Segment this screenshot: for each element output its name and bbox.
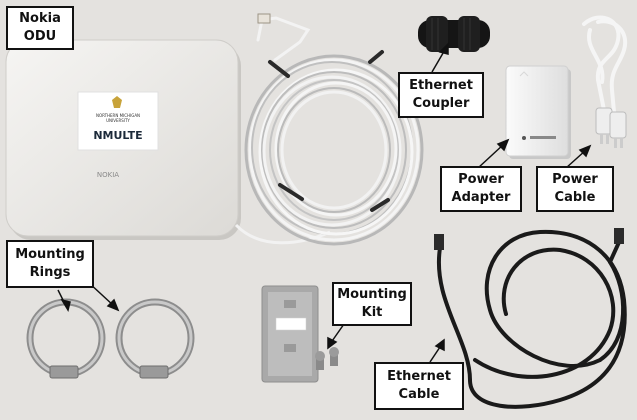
label-mounting-kit-line2: Kit bbox=[361, 305, 383, 320]
mounting-kit-device bbox=[261, 285, 339, 383]
product-logo-text: NMULTE bbox=[93, 129, 142, 142]
label-nokia-odu-line1: Nokia bbox=[19, 11, 61, 26]
label-ethernet-coupler-line2: Coupler bbox=[412, 96, 470, 111]
nokia-brand-text: NOKIA bbox=[97, 171, 119, 179]
rj45-connector-top bbox=[257, 13, 271, 24]
label-power-adapter-line2: Adapter bbox=[451, 190, 511, 205]
nokia-odu-device: NORTHERN MICHIGAN UNIVERSITY NMULTE NOKI… bbox=[5, 39, 241, 240]
label-power-cable-line2: Cable bbox=[554, 190, 596, 205]
label-ethernet-cable-line1: Ethernet bbox=[387, 369, 451, 384]
label-mounting-kit: Mounting Kit bbox=[332, 282, 412, 326]
label-ethernet-coupler: Ethernet Coupler bbox=[398, 72, 484, 118]
power-cable-device bbox=[582, 15, 628, 148]
university-line2: UNIVERSITY bbox=[106, 118, 130, 123]
power-adapter-device bbox=[505, 65, 571, 159]
label-mounting-rings-line2: Rings bbox=[29, 265, 71, 280]
screw-2 bbox=[330, 352, 338, 366]
white-cable-coil bbox=[244, 13, 424, 246]
label-mounting-rings: Mounting Rings bbox=[6, 240, 94, 288]
label-ethernet-cable: Ethernet Cable bbox=[374, 362, 464, 410]
label-nokia-odu: Nokia ODU bbox=[6, 6, 74, 50]
black-ethernet-cable bbox=[434, 228, 627, 409]
label-power-cable-line1: Power bbox=[552, 172, 598, 187]
screw-1 bbox=[316, 356, 324, 370]
university-logo-icon bbox=[112, 96, 122, 108]
label-mounting-rings-line1: Mounting bbox=[15, 247, 85, 262]
label-power-cable: Power Cable bbox=[536, 166, 614, 212]
label-power-adapter: Power Adapter bbox=[440, 166, 522, 212]
label-ethernet-cable-line2: Cable bbox=[398, 387, 440, 402]
label-nokia-odu-line2: ODU bbox=[23, 29, 57, 44]
odu-cable bbox=[234, 223, 331, 245]
university-line1: NORTHERN MICHIGAN bbox=[96, 113, 140, 118]
ethernet-coupler-device bbox=[418, 16, 490, 52]
label-mounting-kit-line1: Mounting bbox=[337, 287, 407, 302]
label-ethernet-coupler-line1: Ethernet bbox=[409, 78, 473, 93]
label-power-adapter-line1: Power bbox=[458, 172, 504, 187]
